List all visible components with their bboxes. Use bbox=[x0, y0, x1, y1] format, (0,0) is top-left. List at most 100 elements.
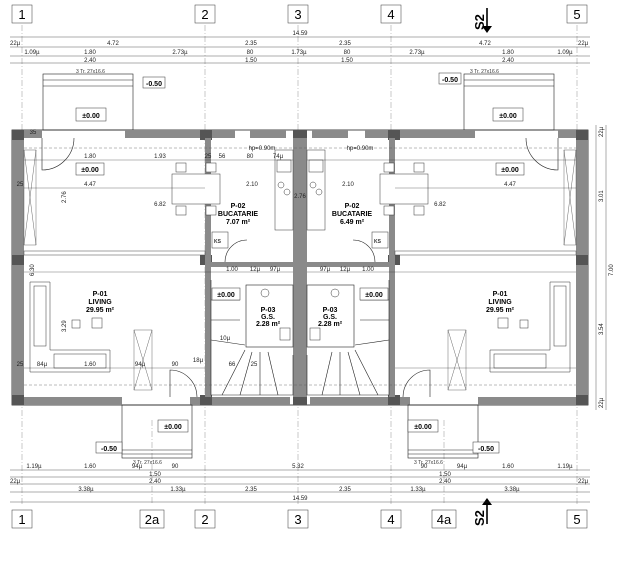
dining-table-right bbox=[379, 162, 429, 216]
svg-text:2: 2 bbox=[201, 7, 208, 22]
svg-text:4: 4 bbox=[387, 512, 394, 527]
svg-text:4a: 4a bbox=[437, 512, 452, 527]
stair-note: 3 Tr. 27x16.6 bbox=[414, 460, 443, 466]
dim-label: 1.60 bbox=[84, 362, 96, 368]
level-label: ±0.00 bbox=[499, 113, 517, 120]
terrace-top-left: ±0.00 -0.50 3 Tr. 27x16.6 bbox=[42, 69, 166, 131]
dim-label: 94µ bbox=[457, 464, 468, 470]
dim-label: 1.73µ bbox=[291, 50, 307, 56]
dimension-lines-bottom bbox=[10, 469, 590, 503]
svg-text:7.07 m²: 7.07 m² bbox=[226, 219, 251, 226]
axis-marker: 5 bbox=[566, 4, 588, 24]
dim-label: 25 bbox=[17, 182, 24, 188]
svg-text:P-01: P-01 bbox=[93, 291, 108, 298]
dim-label: hp=0.90m bbox=[249, 146, 276, 152]
porch-bottom-left: ±0.00 -0.50 3 Tr. 27x16.6 bbox=[95, 404, 193, 466]
level-label: ±0.00 bbox=[82, 113, 100, 120]
svg-text:29.95 m²: 29.95 m² bbox=[86, 307, 115, 314]
svg-text:5: 5 bbox=[573, 7, 580, 22]
dim-label: 2.76 bbox=[294, 194, 306, 200]
dim-label: 35 bbox=[30, 130, 37, 136]
sofa-left bbox=[29, 281, 111, 373]
dim-label: 90 bbox=[172, 362, 179, 368]
dim-label: 4.47 bbox=[84, 182, 96, 188]
axis-marker: 2 bbox=[194, 509, 216, 529]
dim-label: 1.33µ bbox=[170, 487, 186, 493]
dim-label: 1.33µ bbox=[410, 487, 426, 493]
dim-label: 1.00 bbox=[226, 267, 238, 273]
dim-total-bottom: 14.59 bbox=[292, 496, 308, 502]
building-walls bbox=[11, 129, 589, 406]
dim-label: 1.80 bbox=[84, 154, 96, 160]
svg-text:BUCATARIE: BUCATARIE bbox=[218, 211, 259, 218]
svg-text:2a: 2a bbox=[145, 512, 160, 527]
room-label-kitchen-right: P-02 BUCATARIE 6.49 m² bbox=[332, 203, 373, 226]
section-mark-bottom: S2 bbox=[472, 498, 492, 526]
dim-label: 97µ bbox=[270, 267, 281, 273]
sofa-right bbox=[489, 281, 571, 373]
dim-label: 18µ bbox=[193, 358, 204, 364]
dim-label: 80 bbox=[344, 50, 351, 56]
stair-note: 3 Tr. 27x16.6 bbox=[76, 69, 105, 75]
svg-text:±0.00: ±0.00 bbox=[217, 292, 235, 299]
svg-text:2.28 m²: 2.28 m² bbox=[318, 321, 343, 328]
terrace-top-right: ±0.00 -0.50 3 Tr. 27x16.6 bbox=[438, 69, 555, 131]
dim-label: 2.35 bbox=[339, 41, 351, 47]
svg-text:LIVING: LIVING bbox=[488, 299, 512, 306]
level-tags-interior: ±0.00 ±0.00 ±0.00 ±0.00 bbox=[71, 162, 529, 329]
dim-label: 84µ bbox=[37, 362, 48, 368]
level-label: -0.50 bbox=[478, 446, 494, 453]
dim-label: 3.38µ bbox=[78, 487, 94, 493]
svg-text:29.95 m²: 29.95 m² bbox=[486, 307, 515, 314]
dim-label: 10µ bbox=[220, 336, 231, 342]
axis-marker: 4 bbox=[380, 4, 402, 24]
dim-total-top: 14.59 bbox=[292, 31, 308, 37]
ks-label: KS bbox=[214, 239, 222, 245]
svg-text:±0.00: ±0.00 bbox=[81, 167, 99, 174]
level-label: ±0.00 bbox=[414, 424, 432, 431]
axis-marker: 5 bbox=[566, 509, 588, 529]
dim-label: 5.32 bbox=[292, 464, 304, 470]
dim-label: hp=0.90m bbox=[347, 146, 374, 152]
dim-label: 1.00 bbox=[362, 267, 374, 273]
dim-label: 1.80 bbox=[502, 50, 514, 56]
svg-text:S2: S2 bbox=[472, 510, 487, 526]
dim-label: 66 bbox=[229, 362, 236, 368]
svg-text:±0.00: ±0.00 bbox=[365, 292, 383, 299]
dim-label: 1.50 bbox=[149, 472, 161, 478]
dim-label: 94µ bbox=[132, 464, 143, 470]
dim-label: 3.38µ bbox=[504, 487, 520, 493]
level-label: -0.50 bbox=[146, 81, 162, 88]
svg-text:BUCATARIE: BUCATARIE bbox=[332, 211, 373, 218]
dim-label: 12µ bbox=[340, 267, 351, 273]
section-mark-top: S2 bbox=[472, 8, 492, 33]
dim-label: 56 bbox=[219, 154, 226, 160]
dim-label: 1.93 bbox=[154, 154, 166, 160]
dim-label-vertical: 22µ bbox=[599, 126, 605, 137]
dim-label: 1.50 bbox=[245, 58, 257, 64]
level-label: -0.50 bbox=[442, 77, 458, 84]
dim-small-left-bottom: 22µ bbox=[10, 479, 21, 485]
room-label-kitchen-left: P-02 BUCATARIE 7.07 m² bbox=[218, 203, 259, 226]
beam-lines bbox=[24, 147, 576, 386]
dim-label: 4.47 bbox=[504, 182, 516, 188]
interior-dim-lines bbox=[24, 159, 576, 369]
dim-label: 6.82 bbox=[434, 202, 446, 208]
dim-label: 2.73µ bbox=[409, 50, 425, 56]
axis-marker: 4 bbox=[380, 509, 402, 529]
dim-label: 2.10 bbox=[342, 182, 354, 188]
svg-text:±0.00: ±0.00 bbox=[501, 167, 519, 174]
svg-text:2: 2 bbox=[201, 512, 208, 527]
dim-label-vertical: 7.00 bbox=[609, 264, 615, 276]
porch-bottom-right: ±0.00 -0.50 3 Tr. 27x16.6 bbox=[407, 404, 500, 466]
ks-label: KS bbox=[374, 239, 382, 245]
kitchen-counters: KS KS bbox=[211, 149, 389, 249]
svg-text:2.28 m²: 2.28 m² bbox=[256, 321, 281, 328]
axis-marker: 4a bbox=[431, 509, 457, 529]
axis-marker: 1 bbox=[11, 4, 33, 24]
level-label: ±0.00 bbox=[164, 424, 182, 431]
svg-text:5: 5 bbox=[573, 512, 580, 527]
svg-text:1: 1 bbox=[18, 512, 25, 527]
door-swings bbox=[41, 137, 559, 398]
